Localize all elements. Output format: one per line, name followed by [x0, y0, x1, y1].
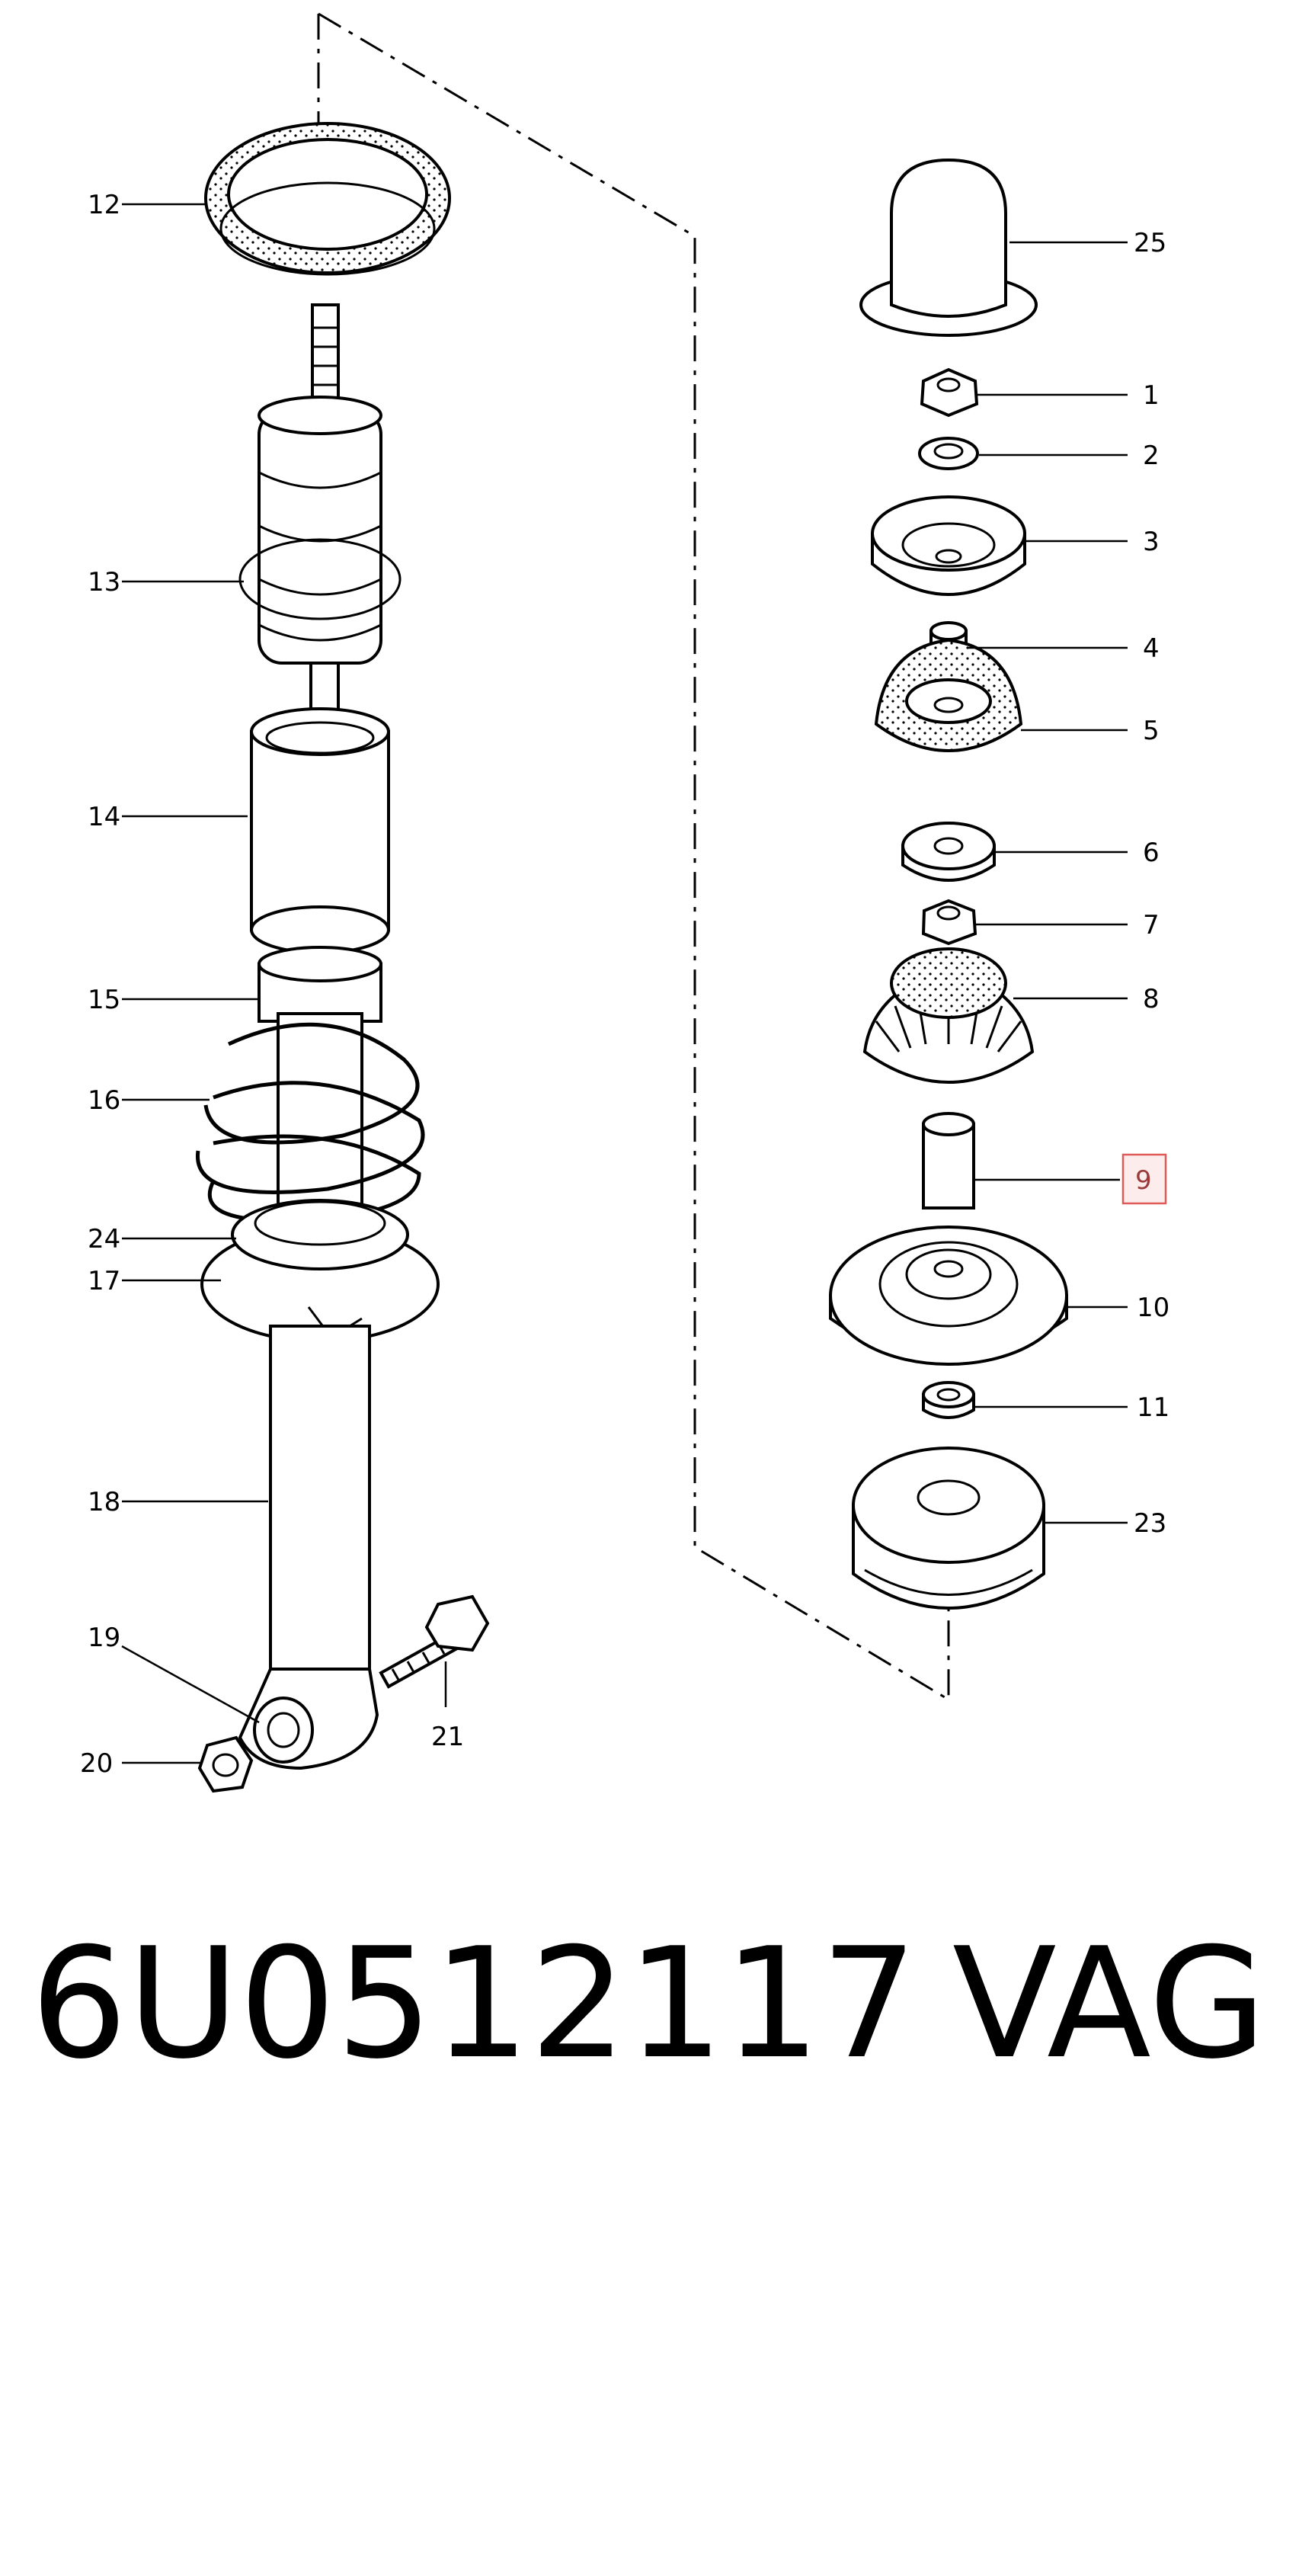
callout-11: 11 [1137, 1392, 1169, 1423]
callout-2: 2 [1143, 441, 1160, 471]
leader-lines [121, 203, 1128, 1764]
callout-21: 21 [431, 1722, 464, 1752]
support-cup [871, 495, 1026, 596]
callout-3: 3 [1143, 527, 1160, 557]
spring-pad-ring [204, 122, 451, 276]
callout-15: 15 [88, 985, 120, 1015]
spacer-sleeve [922, 1112, 975, 1210]
callout-8: 8 [1143, 984, 1160, 1014]
callout-10: 10 [1137, 1293, 1169, 1323]
callout-24: 24 [88, 1224, 120, 1254]
callout-14: 14 [88, 802, 120, 832]
mounting-bolt [379, 1594, 490, 1689]
shock-absorber-body [238, 1325, 379, 1770]
bump-stop [238, 396, 402, 665]
dust-cap [859, 158, 1038, 337]
lock-nut [197, 1735, 254, 1793]
callout-9: 9 [1135, 1165, 1152, 1196]
spacer-ring [258, 946, 382, 1023]
bellows-mount [862, 947, 1035, 1084]
assembly-guide-lines [317, 12, 950, 1702]
lower-spring-seat [200, 1199, 440, 1343]
rubber-buffer [852, 1447, 1045, 1610]
brand-name: VAG [952, 1915, 1267, 2093]
washer-middle [901, 822, 996, 882]
lower-bush [922, 1381, 975, 1419]
callout-4: 4 [1143, 633, 1160, 664]
washer-upper [918, 437, 979, 470]
callout-20: 20 [80, 1748, 113, 1779]
callout-19: 19 [88, 1623, 120, 1653]
callout-25: 25 [1134, 228, 1166, 258]
callout-numbers: 12 13 14 15 16 24 17 18 19 20 21 25 1 2 … [80, 190, 1169, 1779]
callout-16: 16 [88, 1085, 120, 1116]
rubber-mount-upper [874, 638, 1023, 752]
callout-7: 7 [1143, 910, 1160, 940]
callout-12: 12 [88, 190, 120, 220]
part-caption: 6U0512117 VAG [30, 1890, 1280, 2119]
callout-6: 6 [1143, 838, 1160, 868]
callout-9-highlight-box [1121, 1153, 1167, 1205]
callout-17: 17 [88, 1266, 120, 1296]
callout-18: 18 [88, 1487, 120, 1517]
part-number: 6U0512117 [30, 1915, 918, 2093]
protective-tube [250, 707, 390, 954]
top-nut [920, 367, 979, 418]
callout-23: 23 [1134, 1508, 1166, 1539]
lower-nut [921, 899, 977, 946]
callout-5: 5 [1143, 716, 1160, 746]
callout-1: 1 [1143, 380, 1160, 411]
exploded-parts-diagram: 12 13 14 15 16 24 17 18 19 20 21 25 1 2 … [80, 12, 1169, 1793]
top-mount-plate [829, 1226, 1068, 1366]
callout-13: 13 [88, 567, 120, 598]
